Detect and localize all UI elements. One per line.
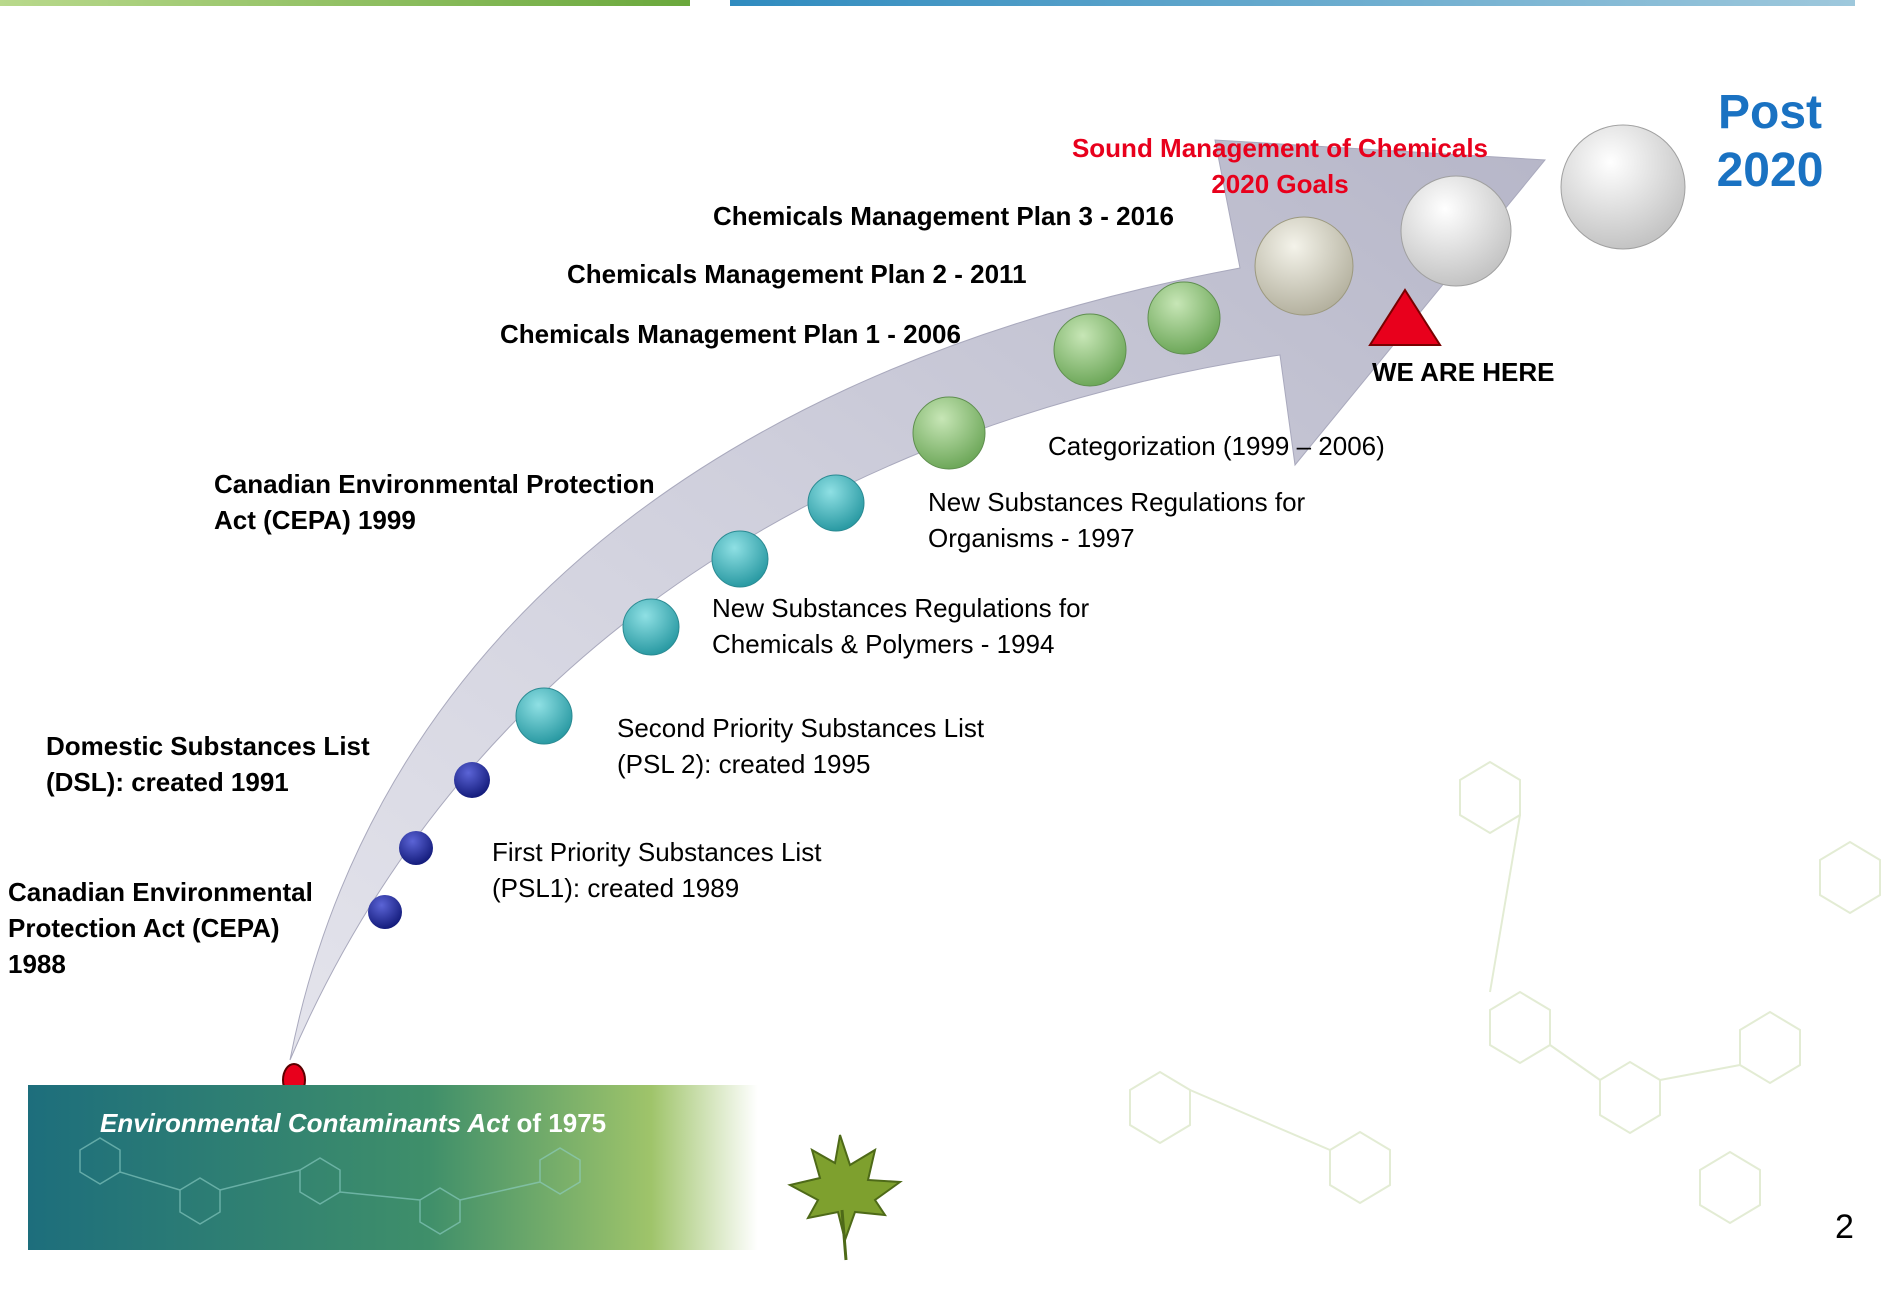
bead-cmp1 (1053, 313, 1127, 387)
we-are-here-label: WE ARE HERE (1372, 357, 1555, 387)
banner-caption: Environmental Contaminants Act of 1975 (100, 1108, 606, 1139)
we-are-here-triangle (1368, 288, 1442, 346)
bead-cepa-1988 (368, 895, 402, 929)
bead-cepa-1999 (807, 474, 865, 532)
label-psl1: First Priority Substances List (PSL1): c… (492, 834, 821, 906)
bead-cmp2 (1147, 281, 1221, 355)
molecule-background (1129, 760, 1881, 1225)
bead-dsl-1991 (454, 762, 490, 798)
label-line: Protection Act (CEPA) (8, 913, 280, 943)
label-nsr-organisms: New Substances Regulations for Organisms… (928, 484, 1305, 556)
label-line: 1988 (8, 949, 66, 979)
bead-cmp3 (1254, 216, 1354, 316)
label-dsl-1991: Domestic Substances List (DSL): created … (46, 728, 370, 800)
label-cepa-1999: Canadian Environmental Protection Act (C… (214, 466, 655, 538)
bead-nsr-organisms (711, 530, 769, 588)
label-line: New Substances Regulations for (928, 487, 1306, 517)
label-line: Sound Management of Chemicals (1071, 133, 1489, 163)
label-line: 2020 (1716, 144, 1824, 197)
label-line: Canadian Environmental Protection (214, 469, 655, 499)
header-bar-right (730, 0, 1855, 6)
bead-psl1-1989 (399, 831, 433, 865)
label-categorization: Categorization (1999 – 2006) (1048, 428, 1385, 464)
label-line: First Priority Substances List (492, 837, 822, 867)
bead-post-2020 (1560, 124, 1686, 250)
label-cepa-1988: Canadian Environmental Protection Act (C… (8, 874, 313, 982)
label-line: (PSL1): created 1989 (492, 873, 740, 903)
label-line: Chemicals & Polymers - 1994 (712, 629, 1055, 659)
bead-psl2 (622, 598, 680, 656)
post-2020-label: Post 2020 (1700, 84, 1840, 200)
label-psl2: Second Priority Substances List (PSL 2):… (617, 710, 984, 782)
label-line: New Substances Regulations for (712, 593, 1090, 623)
label-line: Chemicals Management Plan 1 - 2006 (500, 319, 961, 349)
bead-2020-goals (1400, 175, 1512, 287)
banner-caption-italic: Environmental Contaminants Act (100, 1108, 510, 1138)
label-nsr-chemicals: New Substances Regulations for Chemicals… (712, 590, 1089, 662)
banner-image (28, 1085, 918, 1261)
label-line: Categorization (1999 – 2006) (1048, 431, 1385, 461)
label-cmp1: Chemicals Management Plan 1 - 2006 (500, 316, 961, 352)
page-number: 2 (1835, 1208, 1854, 1246)
label-cmp2: Chemicals Management Plan 2 - 2011 (567, 256, 1027, 292)
label-cmp3: Chemicals Management Plan 3 - 2016 (713, 198, 1174, 234)
label-line: Organisms - 1997 (928, 523, 1135, 553)
label-line: Chemicals Management Plan 2 - 2011 (567, 259, 1027, 289)
label-line: Second Priority Substances List (617, 713, 985, 743)
bead-categorization (912, 396, 986, 470)
label-line: (DSL): created 1991 (46, 767, 289, 797)
header-bar-left (0, 0, 690, 6)
label-2020-goals: Sound Management of Chemicals 2020 Goals (1070, 130, 1490, 202)
label-line: 2020 Goals (1211, 169, 1349, 199)
banner-caption-rest: of 1975 (509, 1108, 607, 1138)
label-line: Canadian Environmental (8, 877, 313, 907)
label-line: (PSL 2): created 1995 (617, 749, 871, 779)
label-line: Post (1717, 86, 1822, 139)
bead-nsr-chemicals (515, 687, 573, 745)
label-line: Domestic Substances List (46, 731, 370, 761)
label-line: Act (CEPA) 1999 (214, 505, 416, 535)
label-line: Chemicals Management Plan 3 - 2016 (713, 201, 1174, 231)
